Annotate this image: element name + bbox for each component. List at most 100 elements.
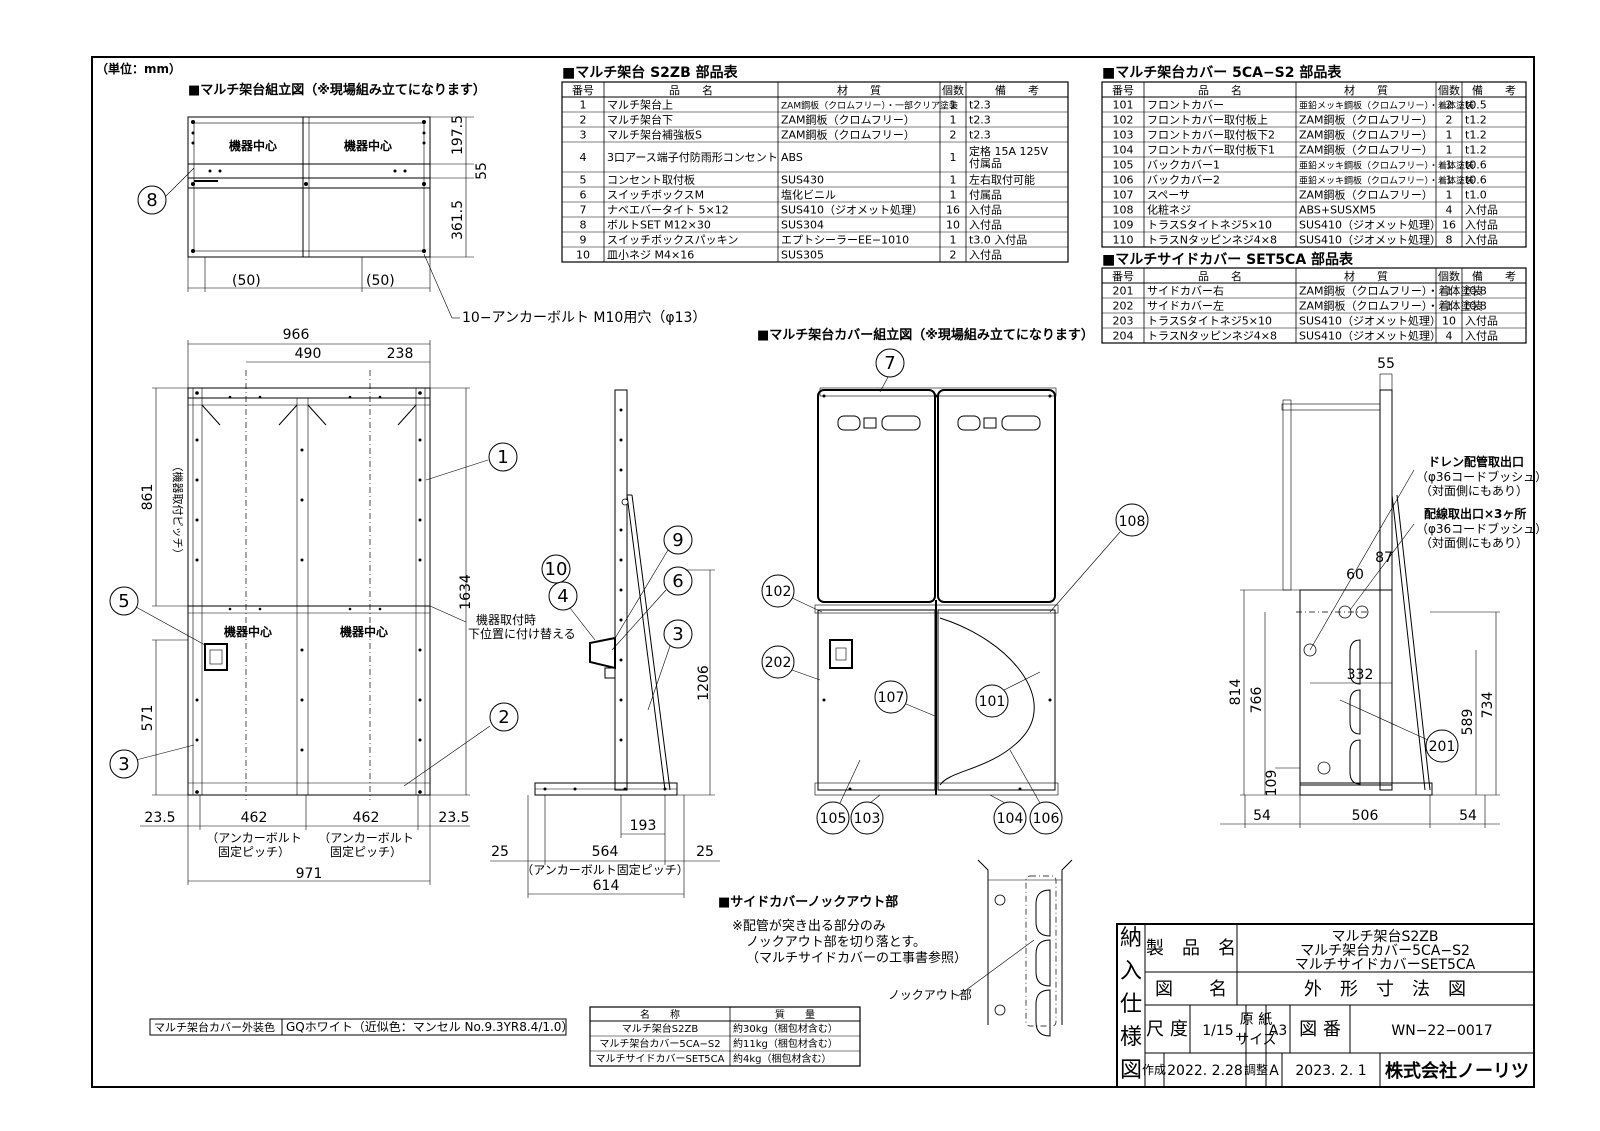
parts-s2zb-cell: 2 — [580, 114, 587, 127]
parts-5ca-cell: 108 — [1113, 204, 1134, 217]
dim-1634: 1634 — [458, 574, 474, 610]
note-line2: 下位置に付け替える — [468, 626, 576, 641]
scale-value: 1/15 — [1202, 1023, 1233, 1039]
rev-label: 調整 — [1244, 1062, 1268, 1077]
parts-5ca-cell: トラスSタイトネジ5×10 — [1147, 219, 1272, 232]
parts-5ca-cell: ZAM鋼板（クロムフリー） — [1299, 128, 1433, 142]
parts-5ca-cell: フロントカバー取付板下2 — [1147, 128, 1275, 142]
side-dim-814: 814 — [1228, 679, 1244, 706]
side-dim-54-b: 54 — [1459, 808, 1477, 824]
drawing-name: 外 形 寸 法 図 — [1304, 979, 1466, 1000]
parts-s2zb-cell: 入付品 — [969, 204, 1002, 217]
parts-5ca-cell: t1.2 — [1465, 114, 1487, 127]
center-label-b: 機器中心 — [344, 138, 392, 153]
balloon-107: 107 — [878, 690, 905, 706]
cover-assembly-view: ■マルチ架台カバー組立図（※現場組み立てになります） 7 108 102 — [757, 327, 1149, 835]
side-label-0: 納 — [1120, 926, 1142, 951]
parts-set5ca-header: 備 考 — [1472, 270, 1516, 283]
parts-s2zb-cell: 1 — [950, 99, 957, 112]
parts-set5ca-cell: ZAM鋼板（クロムフリー）・着体塗装 — [1299, 299, 1482, 313]
dim-50-b: (50) — [366, 273, 395, 289]
parts-set5ca-cell: 入付品 — [1465, 330, 1498, 343]
parts-s2zb-cell: 8 — [580, 219, 587, 232]
parts-set5ca-cell: 10 — [1442, 315, 1456, 328]
parts-5ca-cell: 103 — [1113, 129, 1134, 142]
parts-5ca-cell: ZAM鋼板（クロムフリー） — [1299, 113, 1433, 127]
dim-193: 193 — [630, 818, 657, 834]
parts-set5ca-cell: サイドカバー左 — [1147, 300, 1224, 313]
paper-label-2: サイズ — [1235, 1032, 1277, 1048]
parts-s2zb-cell: 1 — [580, 99, 587, 112]
center-label-a: 機器中心 — [229, 138, 277, 153]
parts-s2zb-cell: 付属品 — [969, 189, 1002, 202]
dim-971: 971 — [296, 866, 323, 882]
dim-1206: 1206 — [696, 665, 712, 701]
parts-s2zb-cell: 2 — [950, 249, 957, 262]
side-dim-109: 109 — [1264, 770, 1280, 797]
parts-set5ca-cell: ZAM鋼板（クロムフリー）・着体塗装 — [1299, 284, 1482, 298]
parts-5ca-title: ■マルチ架台カバー 5CA−S2 部品表 — [1102, 64, 1342, 81]
dim-238: 238 — [387, 346, 414, 362]
side-label-1: 入 — [1120, 959, 1142, 984]
parts-5ca-cell: 1 — [1446, 189, 1453, 202]
parts-5ca-cell: SUS410（ジオメット処理） — [1299, 234, 1441, 247]
product-line-0: マルチ架台S2ZB — [1332, 929, 1439, 945]
balloon-101: 101 — [979, 694, 1006, 710]
side-cover-view: 55 60 87 332 814 766 734 589 109 54 506 … — [1220, 356, 1547, 828]
note-line1: 機器取付時 — [476, 612, 536, 627]
parts-s2zb-cell: t2.3 — [969, 99, 991, 112]
anchor-pitch-a2: 固定ピッチ） — [218, 844, 290, 859]
parts-5ca-cell: ABS+SUSXM5 — [1299, 204, 1376, 217]
balloon-7: 7 — [884, 353, 895, 374]
parts-s2zb-header: 材 質 — [837, 83, 881, 97]
parts-5ca-cell: t0.6 — [1465, 174, 1487, 187]
parts-set5ca-title: ■マルチサイドカバー SET5CA 部品表 — [1102, 251, 1354, 268]
weights-header: 質 量 — [775, 1008, 815, 1021]
parts-s2zb-cell: ZAM鋼板（クロムフリー） — [781, 113, 915, 127]
cover-assembly-title: ■マルチ架台カバー組立図（※現場組み立てになります） — [757, 327, 1094, 343]
parts-s2zb-cell: SUS304 — [781, 219, 824, 232]
parts-s2zb-cell: エプトシーラーEE−1010 — [781, 234, 909, 247]
balloon-108: 108 — [1119, 514, 1146, 530]
balloon-4: 4 — [557, 586, 568, 607]
rev-value: A — [1269, 1063, 1279, 1079]
parts-5ca-cell: スペーサ — [1147, 189, 1190, 202]
balloon-10: 10 — [545, 559, 568, 580]
parts-s2zb-cell: SUS305 — [781, 249, 824, 262]
product-line-2: マルチサイドカバーSET5CA — [1295, 957, 1476, 973]
weights-cell: マルチ架台S2ZB — [622, 1022, 699, 1035]
parts-s2zb-cell: 1 — [950, 234, 957, 247]
parts-s2zb-cell: 定格 15A 125V — [969, 144, 1049, 158]
balloon-106: 106 — [1033, 811, 1060, 827]
parts-s2zb-cell: スイッチボックスパッキン — [607, 234, 738, 247]
balloon-6: 6 — [672, 571, 683, 592]
parts-5ca-cell: 4 — [1446, 204, 1453, 217]
product-line-1: マルチ架台カバー5CA−S2 — [1300, 943, 1470, 959]
weights-cell: 約4kg（梱包材含む） — [733, 1052, 832, 1065]
parts-set5ca-cell: 入付品 — [1465, 315, 1498, 328]
parts-5ca-header: 品 名 — [1198, 83, 1242, 97]
parts-set5ca-header: 材 質 — [1344, 269, 1388, 283]
parts-s2zb-cell: t3.0 入付品 — [969, 234, 1027, 247]
parts-s2zb-cell: 塩化ビニル — [781, 188, 836, 202]
dim-861: 861 — [140, 484, 156, 511]
drain-note-2: （φ36コードブッシュ） — [1416, 469, 1547, 484]
color-note-label: マルチ架台カバー外装色 — [154, 1020, 275, 1034]
dim-25-a: 25 — [491, 844, 509, 860]
side-dim-734: 734 — [1480, 692, 1496, 719]
parts-5ca-cell: フロントカバー — [1147, 99, 1224, 112]
parts-s2zb-cell: 入付品 — [969, 219, 1002, 232]
parts-s2zb-cell: 付属品 — [969, 157, 1002, 170]
dim-462-b: 462 — [353, 810, 380, 826]
paper-label-1: 原 紙 — [1240, 1012, 1272, 1028]
parts-5ca-cell: t0.6 — [1465, 159, 1487, 172]
parts-5ca-cell: 2 — [1446, 114, 1453, 127]
dim-23-5-a: 23.5 — [144, 810, 175, 826]
drain-note-3: （対面側にもあり） — [1420, 484, 1528, 498]
dim-564: 564 — [592, 844, 619, 860]
dim-490: 490 — [295, 346, 322, 362]
